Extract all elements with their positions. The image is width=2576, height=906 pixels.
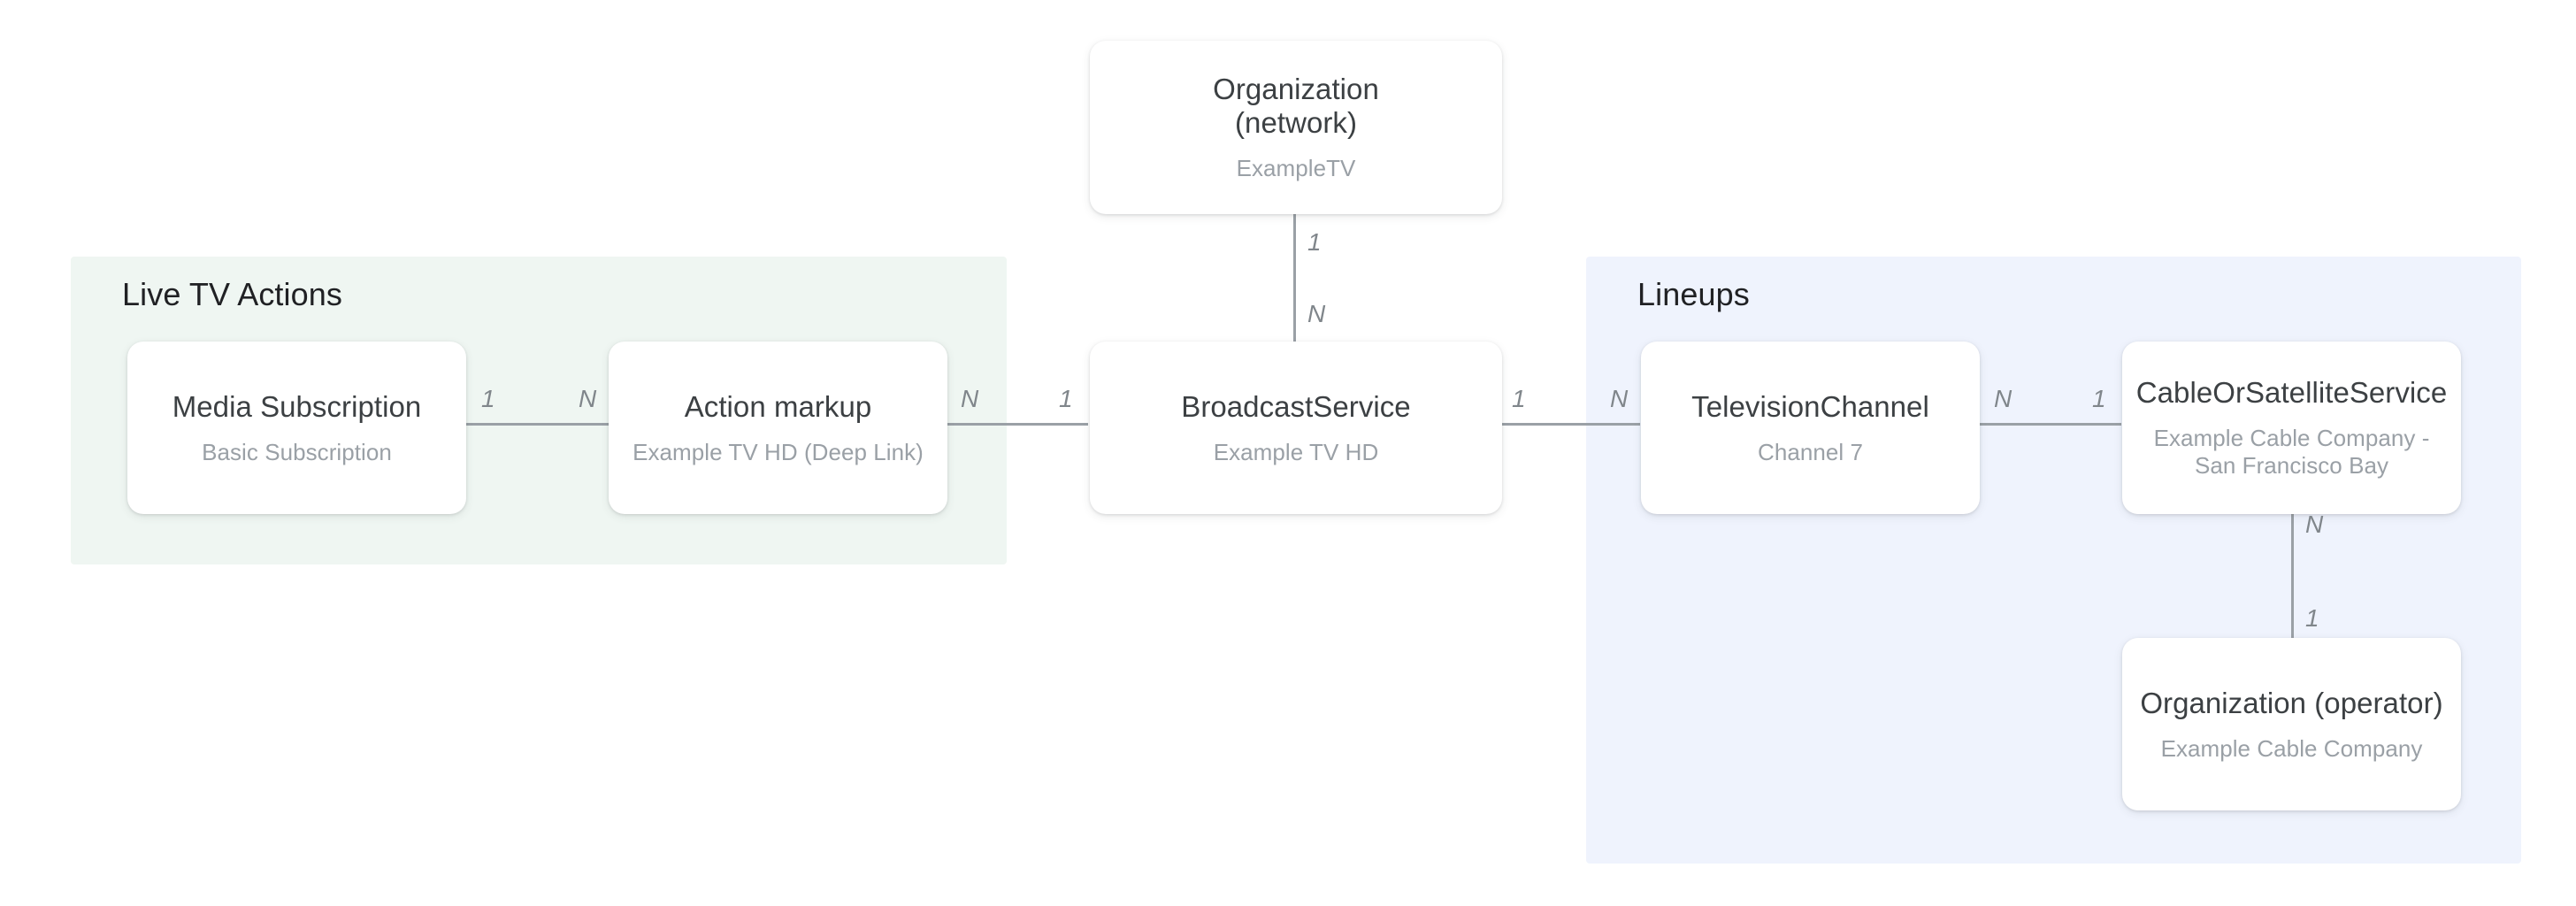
edge-label-television-channel-cable-or-satellite-service-to: 1 (2092, 385, 2106, 412)
group-title-lineups: Lineups (1637, 276, 1750, 312)
node-subtitle-cable-or-satellite-service: Example Cable Company - San Francisco Ba… (2153, 425, 2430, 480)
edge-label-cable-or-satellite-service-organization-operator-from: N (2305, 511, 2324, 538)
node-organization-operator[interactable]: Organization (operator) Example Cable Co… (2122, 638, 2461, 810)
edge-label-cable-or-satellite-service-organization-operator-to: 1 (2305, 604, 2319, 632)
edge-label-media-subscription-action-markup-to: N (579, 385, 597, 412)
edge-organization-network-broadcast-service (1293, 213, 1296, 344)
node-organization-network[interactable]: Organization (network) ExampleTV (1090, 41, 1502, 214)
edge-television-channel-cable-or-satellite-service (1980, 423, 2121, 426)
node-cable-or-satellite-service[interactable]: CableOrSatelliteService Example Cable Co… (2122, 342, 2461, 514)
node-title-action-markup: Action markup (684, 389, 872, 423)
edge-label-action-markup-broadcast-service-to: 1 (1059, 385, 1073, 412)
edge-broadcast-service-television-channel (1499, 423, 1640, 426)
edge-label-organization-network-broadcast-service-from: 1 (1307, 228, 1322, 256)
node-subtitle-television-channel: Channel 7 (1758, 438, 1863, 465)
node-title-television-channel: TelevisionChannel (1691, 389, 1929, 423)
edge-label-action-markup-broadcast-service-from: N (961, 385, 979, 412)
edge-media-subscription-action-markup (465, 423, 610, 426)
node-broadcast-service[interactable]: BroadcastService Example TV HD (1090, 342, 1502, 514)
edge-cable-or-satellite-service-organization-operator (2291, 508, 2294, 638)
node-subtitle-action-markup: Example TV HD (Deep Link) (632, 438, 924, 465)
edge-label-broadcast-service-television-channel-from: 1 (1512, 385, 1526, 412)
node-television-channel[interactable]: TelevisionChannel Channel 7 (1641, 342, 1980, 514)
edge-label-broadcast-service-television-channel-to: N (1610, 385, 1629, 412)
edge-label-organization-network-broadcast-service-to: N (1307, 300, 1326, 327)
node-title-cable-or-satellite-service: CableOrSatelliteService (2135, 376, 2448, 410)
node-subtitle-broadcast-service: Example TV HD (1213, 438, 1379, 465)
node-title-organization-operator: Organization (operator) (2140, 686, 2443, 719)
node-title-media-subscription: Media Subscription (172, 389, 422, 423)
edge-action-markup-broadcast-service (947, 423, 1088, 426)
group-title-live-tv-actions: Live TV Actions (122, 276, 342, 312)
edge-label-media-subscription-action-markup-from: 1 (481, 385, 495, 412)
edge-label-television-channel-cable-or-satellite-service-from: N (1994, 385, 2012, 412)
node-media-subscription[interactable]: Media Subscription Basic Subscription (127, 342, 466, 514)
node-title-organization-network: Organization (network) (1213, 72, 1379, 140)
node-subtitle-organization-network: ExampleTV (1236, 155, 1356, 182)
node-action-markup[interactable]: Action markup Example TV HD (Deep Link) (609, 342, 947, 514)
node-title-broadcast-service: BroadcastService (1181, 389, 1411, 423)
node-subtitle-organization-operator: Example Cable Company (2160, 734, 2423, 762)
node-subtitle-media-subscription: Basic Subscription (202, 438, 392, 465)
